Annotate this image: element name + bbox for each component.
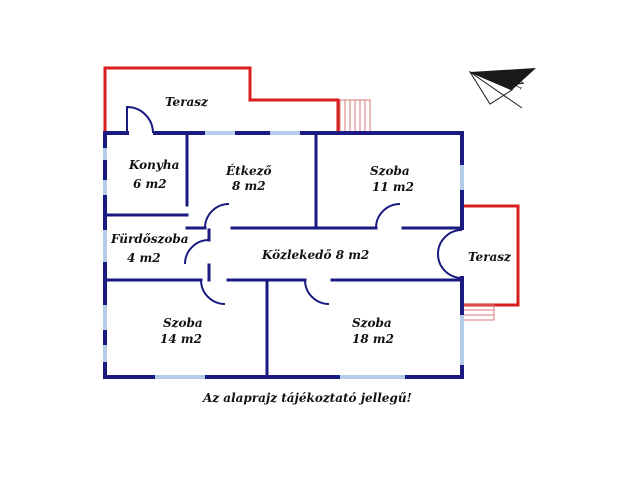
- room-area-konyha: 6 m2: [133, 177, 167, 191]
- door-terrace-right: [436, 229, 463, 279]
- room-name-kozlekedo: Közlekedő 8 m2: [261, 248, 369, 262]
- door-dining: [204, 203, 230, 229]
- door-room-ne: [375, 203, 401, 229]
- door-room-se: [304, 279, 330, 305]
- room-name-szoba-ne: Szoba: [370, 164, 410, 178]
- doors: [126, 105, 463, 305]
- room-area-szoba-ne: 11 m2: [372, 180, 414, 194]
- room-area-etkezo: 8 m2: [232, 179, 266, 193]
- room-area-szoba-sw: 14 m2: [160, 332, 202, 346]
- north-arrow-icon: N: [468, 68, 536, 109]
- terrace-top-outline: [103, 66, 340, 133]
- door-kitchen-terrace: [126, 105, 154, 134]
- room-name-terasz-right: Terasz: [468, 250, 512, 264]
- stairs-right: [461, 304, 495, 321]
- room-name-furdoszoba: Fürdőszoba: [110, 232, 189, 246]
- windows: [103, 131, 464, 379]
- room-area-szoba-se: 18 m2: [352, 332, 394, 346]
- room-name-konyha: Konyha: [128, 158, 179, 172]
- inner-walls: [103, 131, 464, 379]
- room-name-szoba-sw: Szoba: [163, 316, 203, 330]
- door-room-sw: [200, 279, 226, 305]
- room-name-terasz-top: Terasz: [165, 95, 209, 109]
- door-bathroom: [184, 239, 210, 265]
- stairs-top: [339, 99, 371, 134]
- room-area-furdoszoba: 4 m2: [127, 251, 161, 265]
- room-labels: Terasz Konyha 6 m2 Étkező 8 m2 Szoba 11 …: [110, 95, 512, 346]
- room-name-etkezo: Étkező: [225, 163, 271, 178]
- room-name-szoba-se: Szoba: [352, 316, 392, 330]
- plan-caption: Az alaprajz tájékoztató jellegű!: [202, 391, 412, 405]
